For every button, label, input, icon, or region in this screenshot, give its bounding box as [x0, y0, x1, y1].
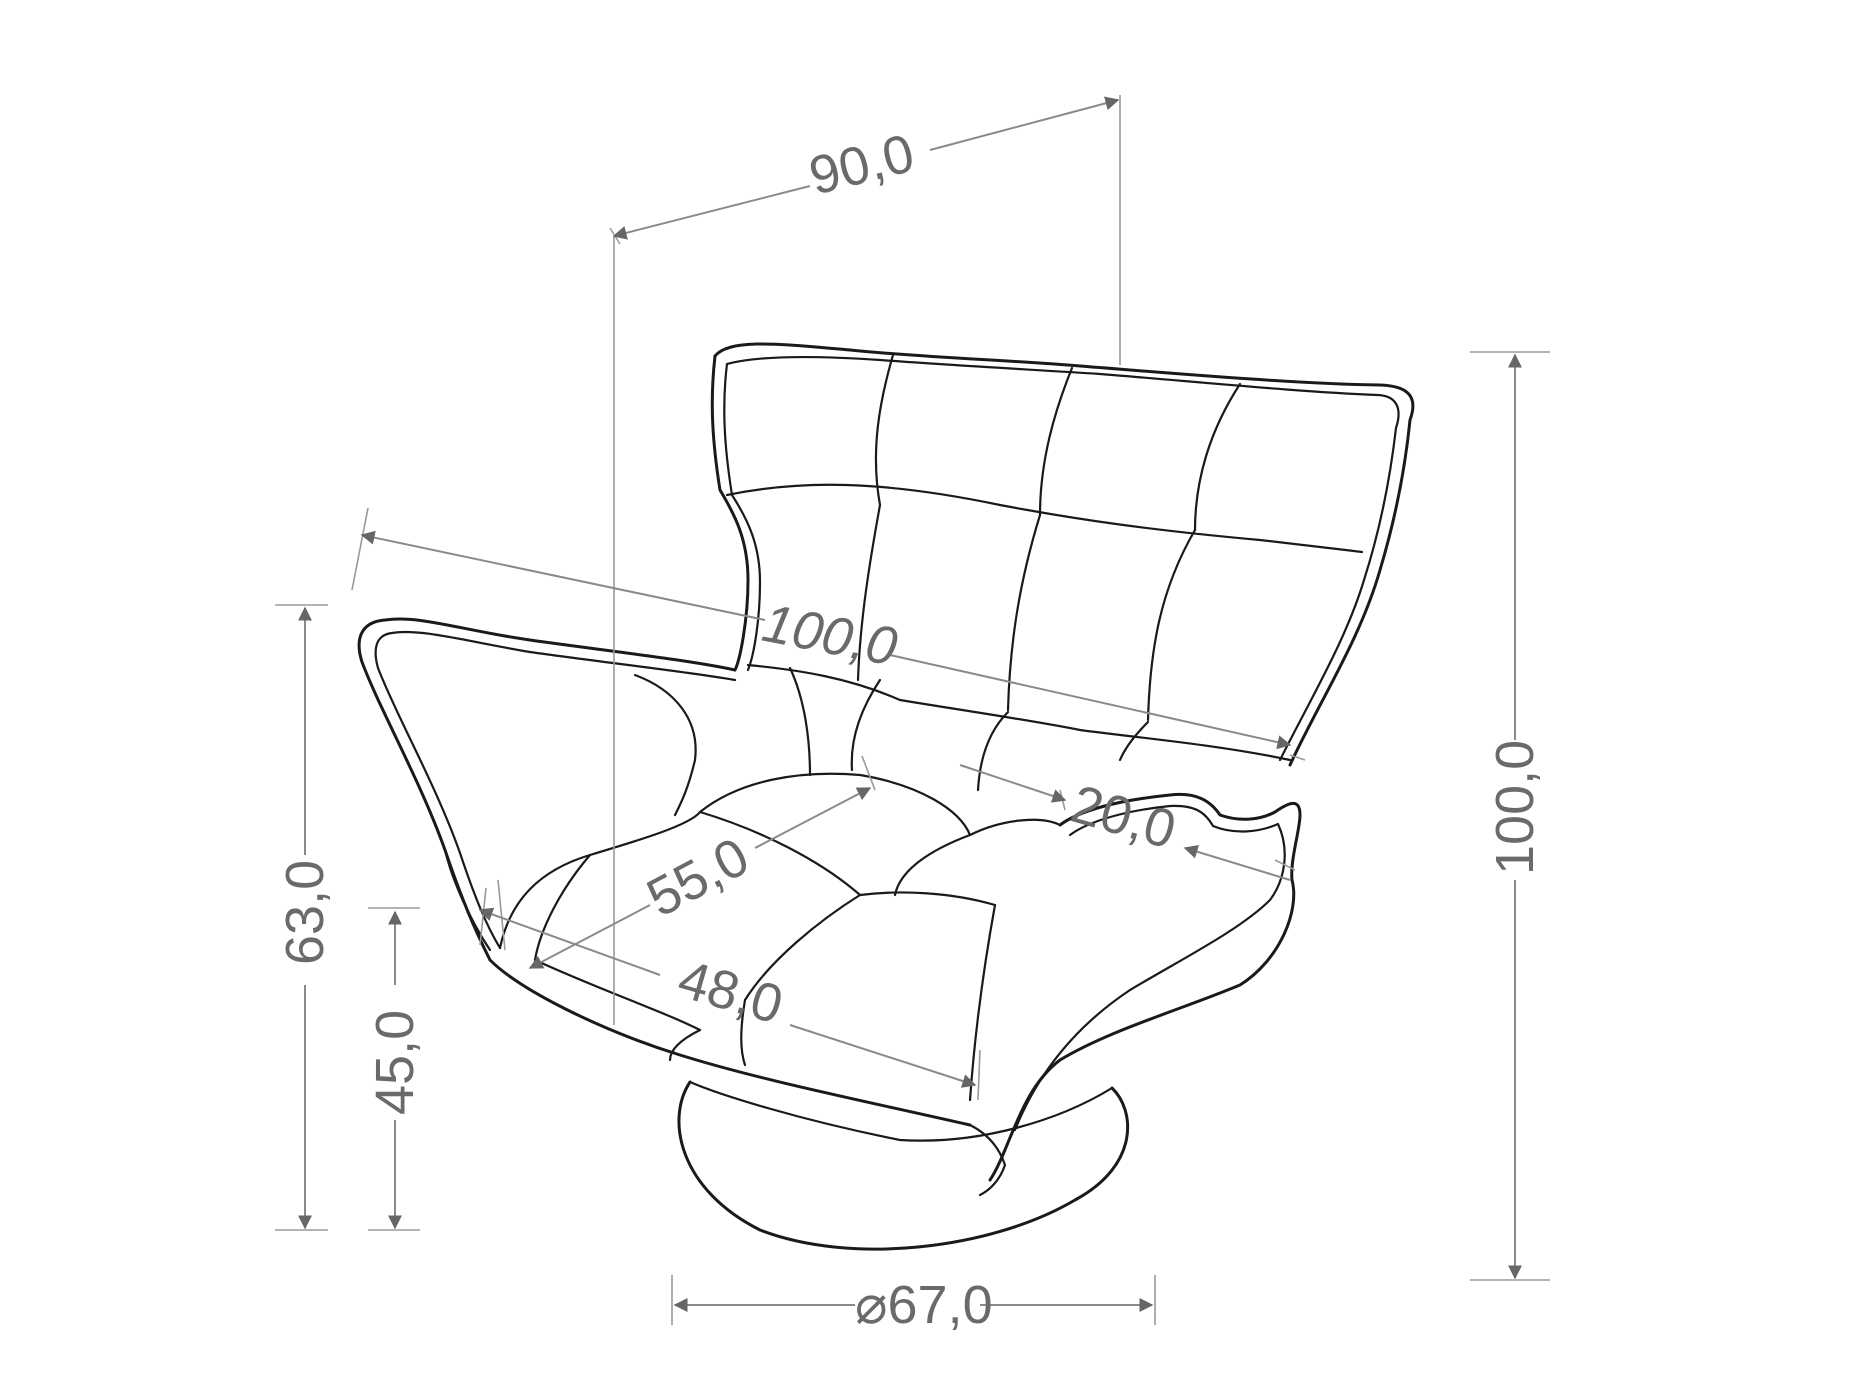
dim-line-width-diagonal: [360, 530, 766, 621]
label-base-diameter: ⌀67,0: [855, 1275, 993, 1335]
dim-line-armrest-width: [959, 764, 1067, 803]
label-width-diagonal: 100,0: [758, 593, 902, 678]
label-width-top: 90,0: [803, 123, 920, 207]
dim-line-seat-width: [478, 907, 661, 976]
label-seat-width: 48,0: [672, 949, 790, 1036]
label-height-seat: 45,0: [365, 1010, 425, 1115]
label-seat-depth: 55,0: [637, 826, 758, 928]
right-armrest: [988, 792, 1302, 1182]
left-armrest: [357, 617, 972, 1127]
label-armrest-width: 20,0: [1065, 774, 1183, 861]
label-height-armrest: 63,0: [275, 860, 335, 965]
dim-line-seat-depth: [528, 904, 651, 969]
swivel-base: [677, 1080, 1130, 1251]
backrest-outline: [713, 342, 1415, 767]
armchair-outline: [357, 342, 1415, 1251]
label-height-total: 100,0: [1485, 740, 1545, 875]
dim-line-width-top: [612, 185, 811, 240]
